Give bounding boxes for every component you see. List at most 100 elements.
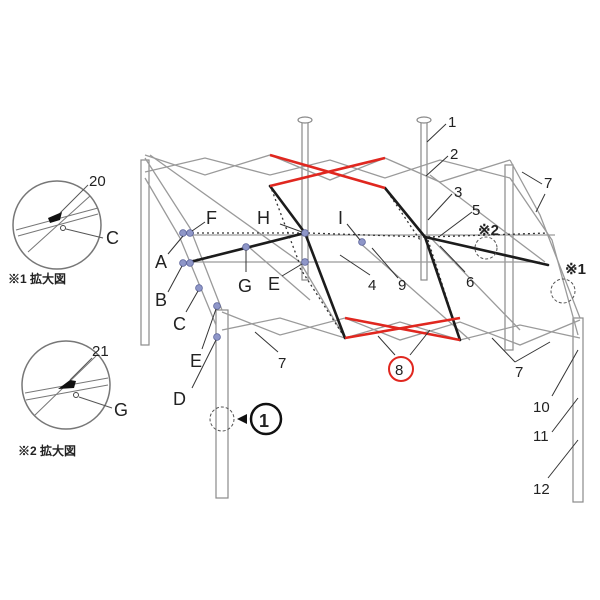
label-2: 2: [450, 146, 458, 163]
truss-diag: [149, 154, 301, 263]
inset-2-leader: [69, 357, 93, 381]
red-bar-bottom-b: [344, 316, 461, 342]
truss-front-bottom: [221, 317, 581, 341]
label-i: I: [338, 208, 343, 228]
joint-b: [179, 259, 187, 267]
circled-1-label: 1: [259, 411, 269, 431]
black-bars: [184, 184, 550, 342]
callout-2-circle: [474, 236, 498, 260]
leader-7-top-b: [535, 193, 546, 213]
leader-2: [425, 155, 449, 177]
label-e: E: [268, 274, 280, 294]
label-21: 21: [92, 343, 109, 360]
callout-2-mark: ※2: [478, 222, 499, 239]
leader-e-lower: [201, 308, 217, 350]
truss-back-bottom: [144, 157, 511, 179]
joint-b2: [186, 259, 194, 267]
joints: [179, 229, 366, 341]
label-4: 4: [368, 277, 376, 294]
label-7-left: 7: [278, 355, 286, 372]
number-leaders: [254, 123, 579, 479]
leader-1: [426, 123, 447, 143]
label-7-top: 7: [544, 175, 552, 192]
truss-diag: [427, 234, 521, 331]
dotted-line: [427, 232, 549, 238]
inset-2-leader: [78, 396, 113, 409]
label-9: 9: [398, 277, 406, 294]
inset-1-bar: [27, 195, 91, 253]
label-5: 5: [472, 202, 480, 219]
label-f: F: [206, 208, 217, 228]
leader-10: [551, 349, 579, 397]
inset-1-caption: ※1 拡大図: [8, 271, 66, 286]
truss-diag: [429, 174, 546, 263]
label-20: 20: [89, 173, 106, 190]
label-g: G: [238, 276, 252, 296]
center-post-right: [420, 119, 428, 281]
leg-front-right: [572, 317, 584, 503]
label-3: 3: [454, 184, 462, 201]
leader-12: [547, 439, 579, 479]
callout-1-circle: [550, 278, 576, 304]
leader-9: [371, 247, 399, 279]
black-bar-i-upper: [383, 186, 427, 239]
inset-2-caption: ※2 拡大図: [18, 443, 76, 458]
joint-c: [195, 284, 203, 292]
leader-h: [279, 223, 303, 233]
label-11: 11: [533, 428, 549, 445]
joint-d: [213, 333, 221, 341]
dotted-line: [299, 267, 346, 339]
truss-left-a: [144, 157, 223, 311]
truss-front-top: [221, 311, 581, 346]
black-bar-h-lower: [303, 231, 347, 340]
inset-1-pin: [60, 225, 66, 231]
leader-c: [185, 290, 199, 313]
truss-diag: [249, 247, 311, 301]
inset-2-pin: [73, 392, 79, 398]
leader-i: [346, 223, 361, 241]
dotted-line: [269, 184, 301, 266]
leader-8a: [377, 335, 396, 356]
leader-4: [339, 254, 371, 276]
joint-g: [242, 243, 250, 251]
leg-back-left: [140, 159, 150, 346]
leader-7-left: [254, 331, 279, 353]
leader-d: [191, 339, 217, 389]
inset-2-wedge: [58, 380, 76, 389]
inset-2: 21 G ※2 拡大図: [18, 340, 128, 458]
inset-1-wedge: [48, 212, 62, 223]
center-post-left: [301, 119, 309, 281]
legs: [140, 119, 584, 503]
label-a: A: [155, 252, 167, 272]
leader-7-right: [491, 337, 516, 363]
post-cap: [416, 116, 432, 124]
truss-diag: [359, 242, 471, 341]
inset-2-label-g: G: [114, 400, 128, 420]
leader-6: [439, 245, 466, 273]
leader-f: [191, 221, 206, 232]
inset-1-leader: [65, 228, 104, 239]
truss-left-b: [144, 177, 217, 326]
inset-1: 20 C ※1 拡大図: [8, 173, 119, 286]
label-7-right: 7: [515, 364, 523, 381]
leader-3: [427, 193, 453, 221]
label-e-lower: E: [190, 351, 202, 371]
truss-diag: [299, 261, 346, 339]
red-bar-top-b: [269, 156, 386, 188]
truss-right-b: [509, 177, 579, 336]
black-bar-i-lower: [423, 235, 462, 342]
label-b: B: [155, 290, 167, 310]
joint-f: [186, 229, 194, 237]
label-h: H: [257, 208, 270, 228]
circled-1-badge: [249, 402, 283, 436]
letter-leaders: [167, 221, 361, 389]
label-8: 8: [395, 362, 403, 379]
joint-e-lower: [213, 302, 221, 310]
leader-7-top: [521, 171, 543, 185]
label-c: C: [173, 314, 186, 334]
joint-h: [301, 229, 309, 237]
label-6: 6: [466, 274, 474, 291]
label-12: 12: [533, 481, 550, 498]
